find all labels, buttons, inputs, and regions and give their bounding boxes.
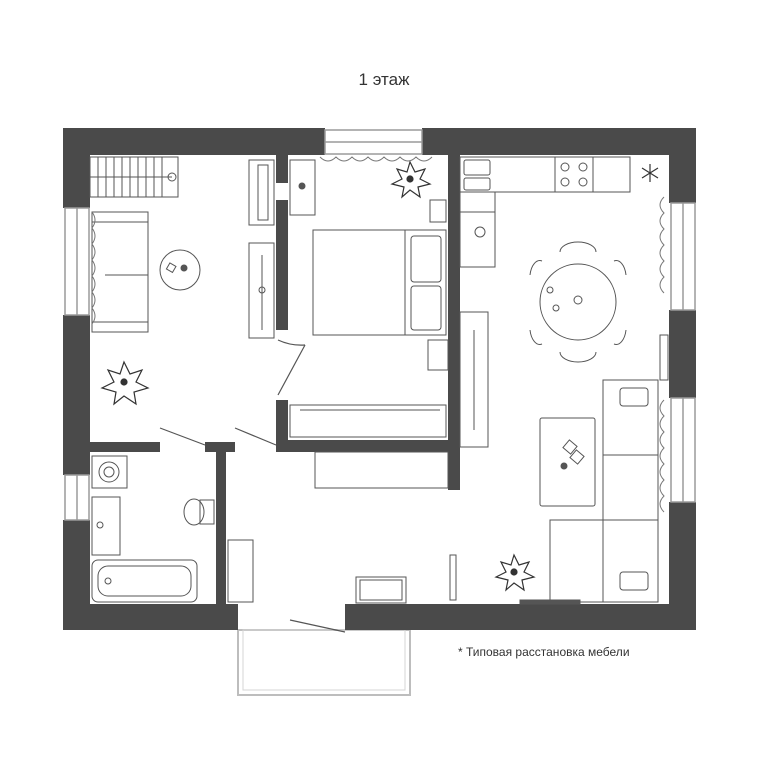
furniture-note: * Типовая расстановка мебели [458, 645, 630, 659]
bedroom [289, 156, 449, 438]
coffee-table-icon [539, 417, 596, 507]
kitchen-living [459, 156, 669, 605]
stove [554, 156, 594, 193]
interior-walls [90, 155, 460, 604]
bathroom [91, 455, 215, 603]
plant-icon [100, 360, 150, 406]
living-room [91, 159, 275, 339]
coffee-table-icon [159, 249, 201, 291]
sink-icon [91, 496, 121, 556]
toilet-icon [199, 499, 215, 525]
windows [64, 129, 696, 521]
floor-title: 1 этаж [358, 70, 410, 89]
washing-machine [91, 455, 128, 489]
tv-stand [248, 159, 275, 226]
porch [237, 629, 411, 696]
console-table [248, 242, 275, 339]
dining-table-icon [529, 241, 627, 363]
shoe-cabinet [355, 576, 407, 604]
snowflake-icon [641, 164, 659, 182]
sofa-icon [549, 379, 659, 603]
closet [314, 451, 449, 489]
outer-walls [63, 128, 696, 630]
bathtub-icon [91, 559, 198, 603]
plant-icon [390, 160, 432, 199]
wardrobe-icon [289, 404, 447, 438]
kitchen-counter-icon [459, 156, 631, 193]
sofa-icon [91, 211, 149, 333]
hallway [227, 451, 457, 604]
nightstand [289, 159, 316, 216]
staircase-icon [89, 156, 179, 198]
dishwasher [459, 211, 496, 268]
plant-icon [494, 553, 536, 592]
bench [227, 539, 254, 603]
doors [159, 339, 346, 633]
